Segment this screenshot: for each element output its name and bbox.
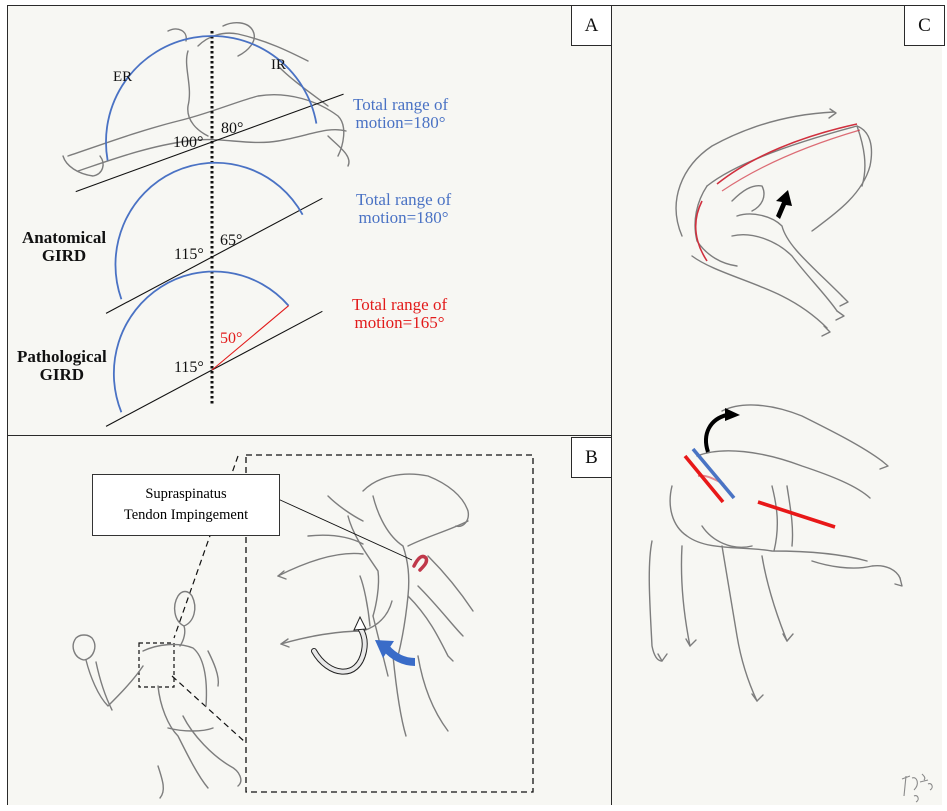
upward-arrow-icon: [776, 190, 792, 219]
normal-baseline: [75, 93, 344, 193]
gird-label-line-2: GIRD: [39, 364, 85, 384]
ir-label: IR: [271, 57, 286, 73]
normal-er-angle: 100°: [173, 134, 204, 151]
shoulder-zoom-box: [138, 642, 175, 688]
panel-c: C: [612, 5, 945, 805]
panel-b: Supraspinatus Tendon Impingement B: [8, 436, 612, 805]
tissue-highlight-side: [694, 200, 708, 262]
artist-signature: [901, 773, 933, 803]
pathological-total-range: Total range of motion=165°: [352, 296, 447, 332]
acromion-upper-sketch: [675, 108, 873, 337]
zoom-connector-bottom: [171, 675, 246, 743]
panel-a: ER IR 100° 80° Total range of motion=180…: [8, 5, 612, 436]
total-range-line-1: Total range of: [353, 95, 449, 114]
pathological-gird-rom-arc: [112, 270, 290, 413]
pathological-ir-angle: 50°: [220, 330, 243, 347]
pathological-er-angle: 115°: [174, 359, 204, 376]
blue-marker-line: [691, 447, 736, 500]
red-marker-line-1: [683, 454, 725, 504]
gird-diagrams: [75, 31, 344, 427]
anatomical-total-range: Total range of motion=180°: [356, 191, 451, 227]
red-marker-line-2: [757, 500, 836, 529]
superior-migration-arrow-icon: [704, 408, 740, 453]
total-range-line-2: motion=165°: [354, 312, 445, 332]
scapula-sketch: [277, 473, 474, 737]
gird-label-line-1: Pathological: [17, 347, 107, 366]
panel-a-label: A: [571, 5, 612, 46]
thrower-sketch: [72, 590, 242, 799]
acromion-lower-sketch: [648, 404, 903, 702]
normal-ir-angle: 80°: [221, 120, 244, 137]
callout-line-2: Tendon Impingement: [123, 507, 249, 523]
shoulder-lateral-views: [648, 108, 933, 803]
pathological-gird-label: Pathological GIRD: [17, 348, 107, 384]
anatomical-gird-baseline: [105, 197, 323, 314]
callout-leader: [277, 498, 413, 561]
tissue-highlight-upper-inner: [721, 129, 861, 192]
panel-c-label: C: [904, 5, 945, 46]
er-label: ER: [113, 69, 133, 85]
humeral-rotation-arrow-icon: [375, 640, 416, 666]
anatomical-ir-angle: 65°: [220, 232, 243, 249]
anatomical-er-angle: 115°: [174, 246, 204, 263]
gird-label-line-2: GIRD: [41, 245, 87, 265]
panel-b-label: B: [571, 437, 612, 478]
total-range-line-1: Total range of: [352, 295, 448, 314]
total-range-line-2: motion=180°: [355, 112, 446, 132]
zoom-box: [245, 454, 534, 793]
anatomical-gird-rom-arc: [114, 161, 304, 300]
gird-label-line-1: Anatomical: [22, 228, 107, 247]
impingement-illustration: [72, 454, 534, 799]
pathological-gird-ir-limit-line: [211, 305, 289, 371]
total-range-line-1: Total range of: [356, 190, 452, 209]
normal-total-range: Total range of motion=180°: [353, 96, 448, 132]
internal-rotation-arrow-icon: [311, 615, 368, 675]
normal-rom-arc: [105, 35, 318, 161]
anatomical-gird-label: Anatomical GIRD: [22, 229, 106, 265]
tissue-highlight-upper: [716, 123, 858, 185]
callout-line-1: Supraspinatus: [145, 485, 227, 502]
impingement-callout: Supraspinatus Tendon Impingement: [92, 474, 280, 536]
total-range-line-2: motion=180°: [358, 207, 449, 227]
tendon-highlight: [412, 554, 429, 572]
